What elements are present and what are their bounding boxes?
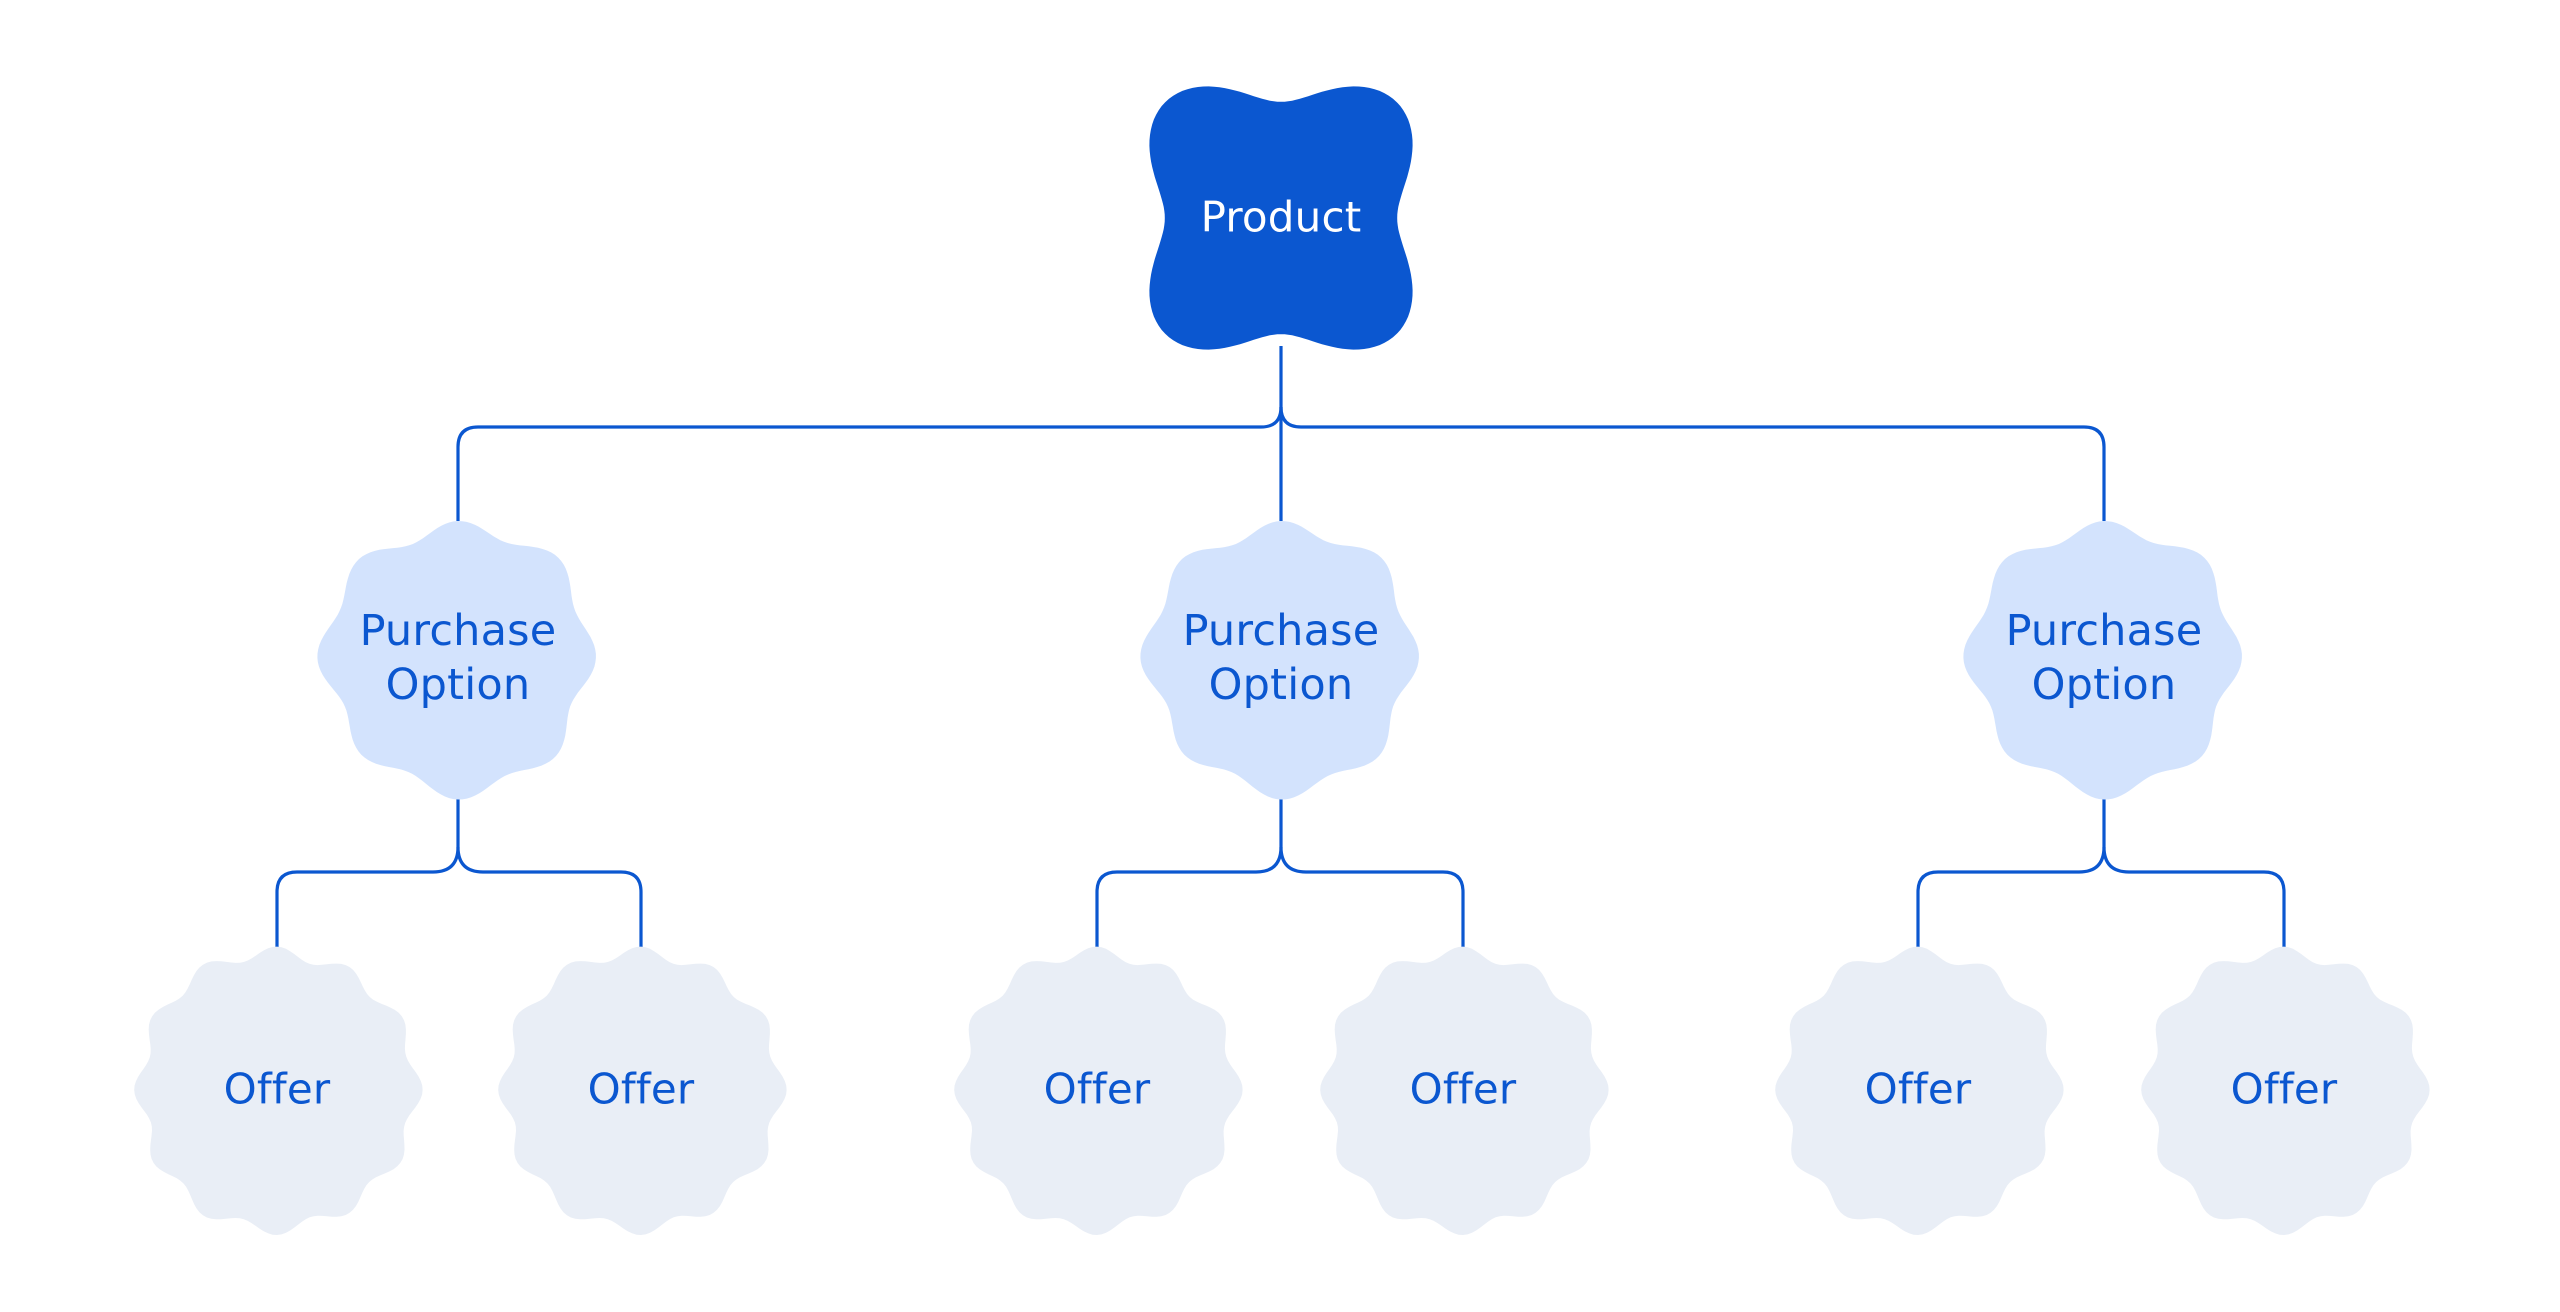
node-label-offer-1: Offer	[223, 1064, 331, 1114]
node-shape-purchase-option-2	[1140, 521, 1419, 800]
connector-arm-right-purchase-option-2	[1279, 846, 1465, 948]
connector-arm-right-purchase-option-3	[2102, 846, 2286, 948]
node-label-offer-3: Offer	[1043, 1064, 1151, 1114]
node-shape-offer-2	[498, 946, 787, 1235]
node-shape-offer-6	[2141, 946, 2430, 1235]
node-label-offer-2: Offer	[587, 1064, 695, 1114]
connector-arm-left-purchase-option-2	[1095, 846, 1283, 948]
connector-arm-right-product	[1279, 406, 2106, 521]
node-shape-offer-4	[1320, 946, 1609, 1235]
node-label-product: Product	[1200, 192, 1362, 242]
node-label-purchase-option-3: Purchase Option	[2005, 605, 2203, 710]
node-label-offer-6: Offer	[2230, 1064, 2338, 1114]
node-label-offer-4: Offer	[1409, 1064, 1517, 1114]
node-shape-purchase-option-1	[317, 521, 596, 800]
node-label-offer-5: Offer	[1864, 1064, 1972, 1114]
node-shape-product	[1149, 86, 1413, 350]
node-label-purchase-option-1: Purchase Option	[359, 605, 557, 710]
connector-arm-left-product	[456, 406, 1283, 521]
node-label-purchase-option-2: Purchase Option	[1182, 605, 1380, 710]
node-shape-purchase-option-3	[1963, 521, 2242, 800]
connector-arm-right-purchase-option-1	[456, 846, 643, 948]
connector-arm-left-purchase-option-1	[275, 846, 460, 948]
node-shape-offer-1	[134, 946, 423, 1235]
connector-arm-left-purchase-option-3	[1916, 846, 2106, 948]
node-shape-offer-3	[954, 946, 1243, 1235]
node-shape-offer-5	[1775, 946, 2064, 1235]
